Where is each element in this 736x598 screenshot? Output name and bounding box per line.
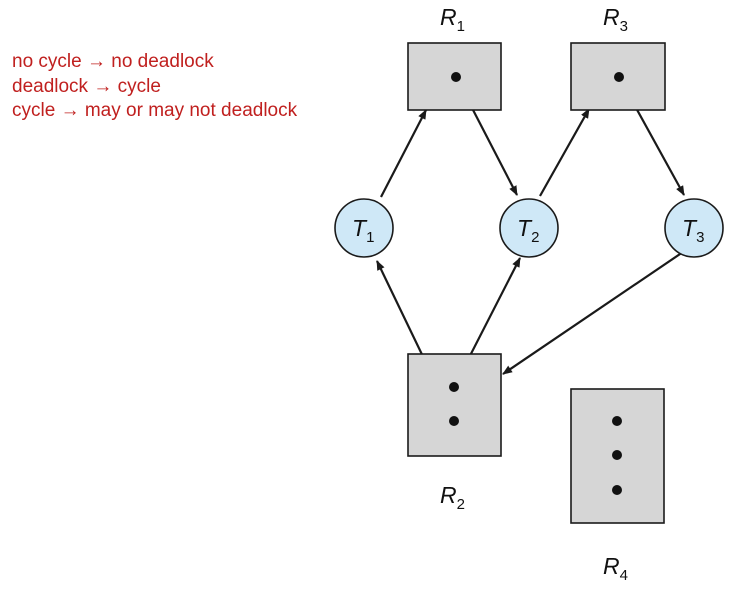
edge-t1-to-r1 bbox=[380, 109, 427, 198]
deadlock-notes: no cycle → no deadlock deadlock → cycle … bbox=[12, 50, 297, 124]
edge-t3-to-r2 bbox=[502, 251, 684, 375]
r2-instance-dot bbox=[449, 382, 459, 392]
resource-r4: R4 bbox=[570, 388, 665, 584]
r3-label: R3 bbox=[603, 4, 628, 35]
r2-label: R2 bbox=[440, 482, 465, 513]
t1-label: T1 bbox=[352, 215, 374, 246]
note-deadlock-implies-cycle: deadlock → cycle bbox=[12, 75, 161, 97]
t2-label: T2 bbox=[517, 215, 539, 246]
note-cycle-may-deadlock: cycle → may or may not deadlock bbox=[12, 100, 298, 121]
resource-r3: R3 bbox=[570, 4, 666, 111]
thread-t1: T1 bbox=[334, 198, 394, 258]
r4-instance-dot bbox=[612, 416, 622, 426]
r1-label: R1 bbox=[440, 4, 465, 35]
note-no-cycle: no cycle → no deadlock bbox=[12, 51, 214, 72]
r4-label: R4 bbox=[603, 553, 628, 584]
thread-t3: T3 bbox=[664, 198, 724, 258]
thread-t2: T2 bbox=[499, 198, 559, 258]
resource-r2: R2 bbox=[407, 353, 502, 513]
t3-label: T3 bbox=[682, 215, 704, 246]
r2-instance-dot bbox=[449, 416, 459, 426]
r4-instance-dot bbox=[612, 485, 622, 495]
edge-t2-to-r3 bbox=[539, 108, 590, 197]
r3-instance-dot bbox=[614, 72, 624, 82]
r1-instance-dot bbox=[451, 72, 461, 82]
r4-instance-dot bbox=[612, 450, 622, 460]
resource-r1: R1 bbox=[407, 4, 502, 111]
